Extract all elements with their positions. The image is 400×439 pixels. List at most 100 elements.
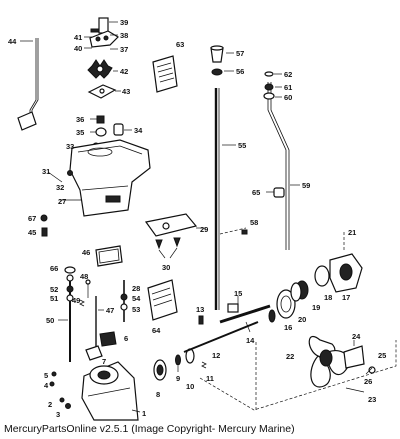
label-60: 60 <box>284 93 292 102</box>
part-42-impeller <box>87 59 118 79</box>
label-29: 29 <box>200 225 208 234</box>
part-24-spacer <box>343 340 365 369</box>
label-3: 3 <box>56 410 60 419</box>
label-55: 55 <box>238 141 246 150</box>
label-32: 32 <box>56 183 64 192</box>
part-13-pin <box>198 315 204 325</box>
label-42: 42 <box>120 67 128 76</box>
part-65-bushing <box>266 187 285 198</box>
part-25-26-nut <box>365 366 376 375</box>
part-18-seal <box>314 265 330 287</box>
label-16: 16 <box>284 323 292 332</box>
label-34: 34 <box>134 126 143 135</box>
label-59: 59 <box>302 181 310 190</box>
label-41: 41 <box>74 33 82 42</box>
part-22-propeller <box>308 335 350 388</box>
part-27-driveshaft-housing <box>47 139 151 217</box>
part-15-clutch <box>227 296 239 313</box>
label-54: 54 <box>132 294 141 303</box>
part-46-gasket <box>95 245 123 267</box>
label-9: 9 <box>176 374 180 383</box>
label-51: 51 <box>50 294 58 303</box>
label-11: 11 <box>206 374 214 383</box>
part-16-gear <box>276 289 296 319</box>
label-43: 43 <box>122 87 130 96</box>
label-27: 27 <box>58 197 66 206</box>
part-11-spring <box>201 361 207 369</box>
label-26: 26 <box>364 377 372 386</box>
part-48-pin <box>85 279 91 298</box>
label-4: 4 <box>44 381 49 390</box>
part-55-water-tube <box>214 88 236 310</box>
label-2: 2 <box>48 400 52 409</box>
label-35: 35 <box>76 128 84 137</box>
part-20-oring <box>290 282 302 302</box>
part-9b-washer <box>268 309 276 323</box>
label-45: 45 <box>28 228 36 237</box>
label-63: 63 <box>176 40 184 49</box>
label-49: 49 <box>72 296 80 305</box>
label-57: 57 <box>236 49 244 58</box>
label-61: 61 <box>284 83 292 92</box>
label-14: 14 <box>246 336 255 345</box>
label-33: 33 <box>66 142 74 151</box>
label-12: 12 <box>212 351 220 360</box>
label-58: 58 <box>250 218 258 227</box>
part-31-bolt <box>67 170 73 176</box>
part-43-plate <box>87 84 121 99</box>
part-35-bushing <box>90 127 107 137</box>
part-14-propshaft <box>219 304 271 333</box>
part-66-66-bushing <box>64 266 76 274</box>
label-52: 52 <box>50 285 58 294</box>
label-36: 36 <box>76 115 84 124</box>
part-2-3-screws <box>59 397 71 409</box>
label-67: 67 <box>28 214 36 223</box>
label-20: 20 <box>298 315 306 324</box>
part-36-key <box>90 115 105 124</box>
label-39: 39 <box>120 18 128 27</box>
label-40: 40 <box>74 44 82 53</box>
callouts: 1 2 3 4 5 6 7 8 9 10 11 12 13 14 15 16 1… <box>8 18 386 419</box>
part-8-bearing <box>153 359 167 381</box>
label-25: 25 <box>378 351 386 360</box>
part-9-washer <box>175 354 181 372</box>
part-28-54-53-linkage <box>120 280 128 322</box>
assembly-outline <box>199 340 397 412</box>
part-17-bearing-carrier <box>329 253 363 293</box>
part-59-shift-rod <box>263 71 300 250</box>
part-45-screw <box>41 227 48 237</box>
label-30: 30 <box>162 263 170 272</box>
water-pump-stack <box>84 17 119 50</box>
part-67-washer <box>40 214 48 222</box>
label-31: 31 <box>42 167 50 176</box>
part-29-cover <box>144 213 206 237</box>
part-57-grommet <box>210 45 234 63</box>
label-56: 56 <box>236 67 244 76</box>
part-58-pin <box>219 227 248 235</box>
label-6: 6 <box>124 334 128 343</box>
part-23-pin <box>345 387 365 393</box>
part-5-4-fasteners <box>49 371 57 387</box>
part-7-shift-lever <box>85 345 103 361</box>
label-10: 10 <box>186 382 194 391</box>
part-50-shift-shaft <box>58 274 74 362</box>
label-38: 38 <box>120 31 128 40</box>
label-23: 23 <box>368 395 376 404</box>
part-34-seal <box>113 123 132 136</box>
label-5: 5 <box>44 371 48 380</box>
label-21: 21 <box>348 228 356 237</box>
label-44: 44 <box>8 37 17 46</box>
label-62: 62 <box>284 70 292 79</box>
label-28: 28 <box>132 284 140 293</box>
label-66: 66 <box>50 264 58 273</box>
label-47: 47 <box>106 306 114 315</box>
label-18: 18 <box>324 293 332 302</box>
label-22: 22 <box>286 352 294 361</box>
copyright-footer: MercuryPartsOnline v2.5.1 (Image Copyrig… <box>4 423 295 435</box>
part-30-screws <box>155 237 181 259</box>
label-1: 1 <box>142 409 146 418</box>
label-53: 53 <box>132 305 140 314</box>
part-63-decal <box>152 55 178 93</box>
part-49-spring <box>79 299 85 307</box>
